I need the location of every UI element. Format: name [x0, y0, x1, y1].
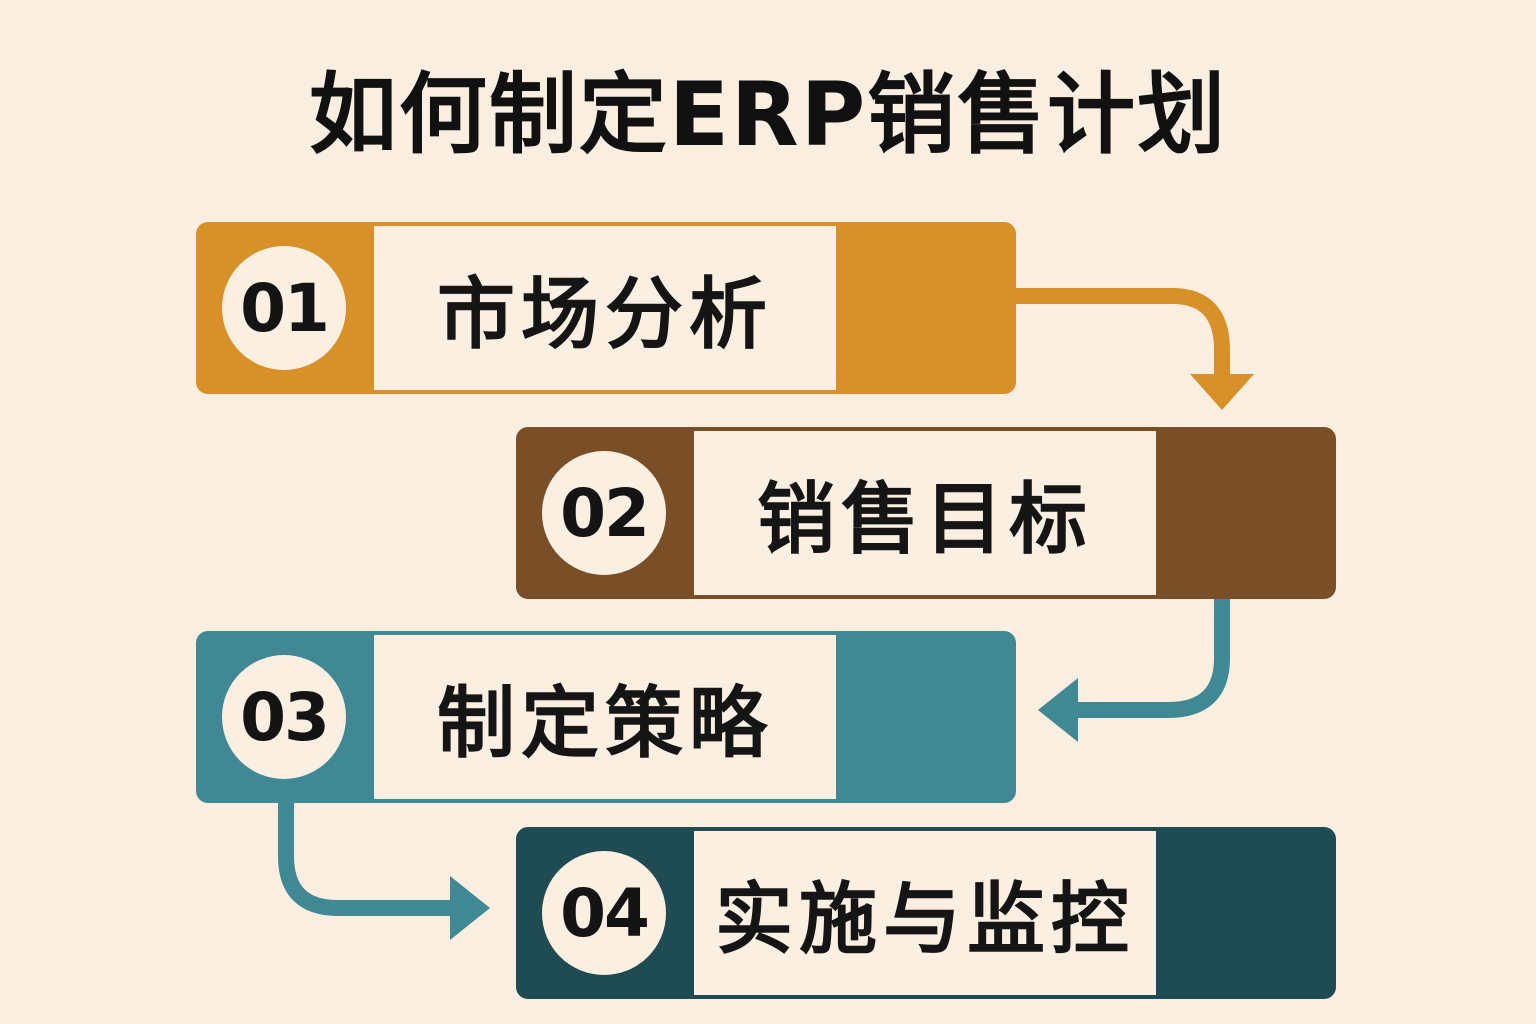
arrow-step3-to-step4	[278, 800, 454, 916]
step-label: 实施与监控	[714, 875, 1135, 965]
step-number: 03	[240, 678, 330, 756]
step-card-strategy: 03 制定策略	[196, 631, 1016, 803]
step-label-panel: 销售目标	[694, 431, 1156, 595]
step-label: 制定策略	[436, 679, 773, 769]
page-title: 如何制定ERP销售计划	[308, 63, 1228, 166]
step-number-badge: 03	[222, 655, 346, 779]
step-number: 02	[560, 474, 650, 552]
step-label-panel: 制定策略	[374, 635, 836, 799]
step-label-panel: 市场分析	[374, 226, 836, 390]
step-label: 销售目标	[756, 475, 1093, 565]
step-card-sales-target: 02 销售目标	[516, 427, 1336, 599]
step-number-badge: 01	[222, 246, 346, 370]
arrowhead-step2-to-step3	[1038, 678, 1078, 742]
step-card-market-analysis: 01 市场分析	[196, 222, 1016, 394]
step-card-implementation: 04 实施与监控	[516, 827, 1336, 999]
step-label: 市场分析	[436, 270, 773, 360]
step-number: 04	[560, 874, 650, 952]
step-number-badge: 04	[542, 851, 666, 975]
arrow-step1-to-step2	[1014, 288, 1230, 378]
arrowhead-step1-to-step2	[1190, 374, 1254, 410]
step-number: 01	[240, 269, 330, 347]
arrow-step2-to-step3	[1074, 598, 1230, 718]
step-label-panel: 实施与监控	[694, 831, 1156, 995]
step-number-badge: 02	[542, 451, 666, 575]
arrowhead-step3-to-step4	[450, 876, 490, 940]
